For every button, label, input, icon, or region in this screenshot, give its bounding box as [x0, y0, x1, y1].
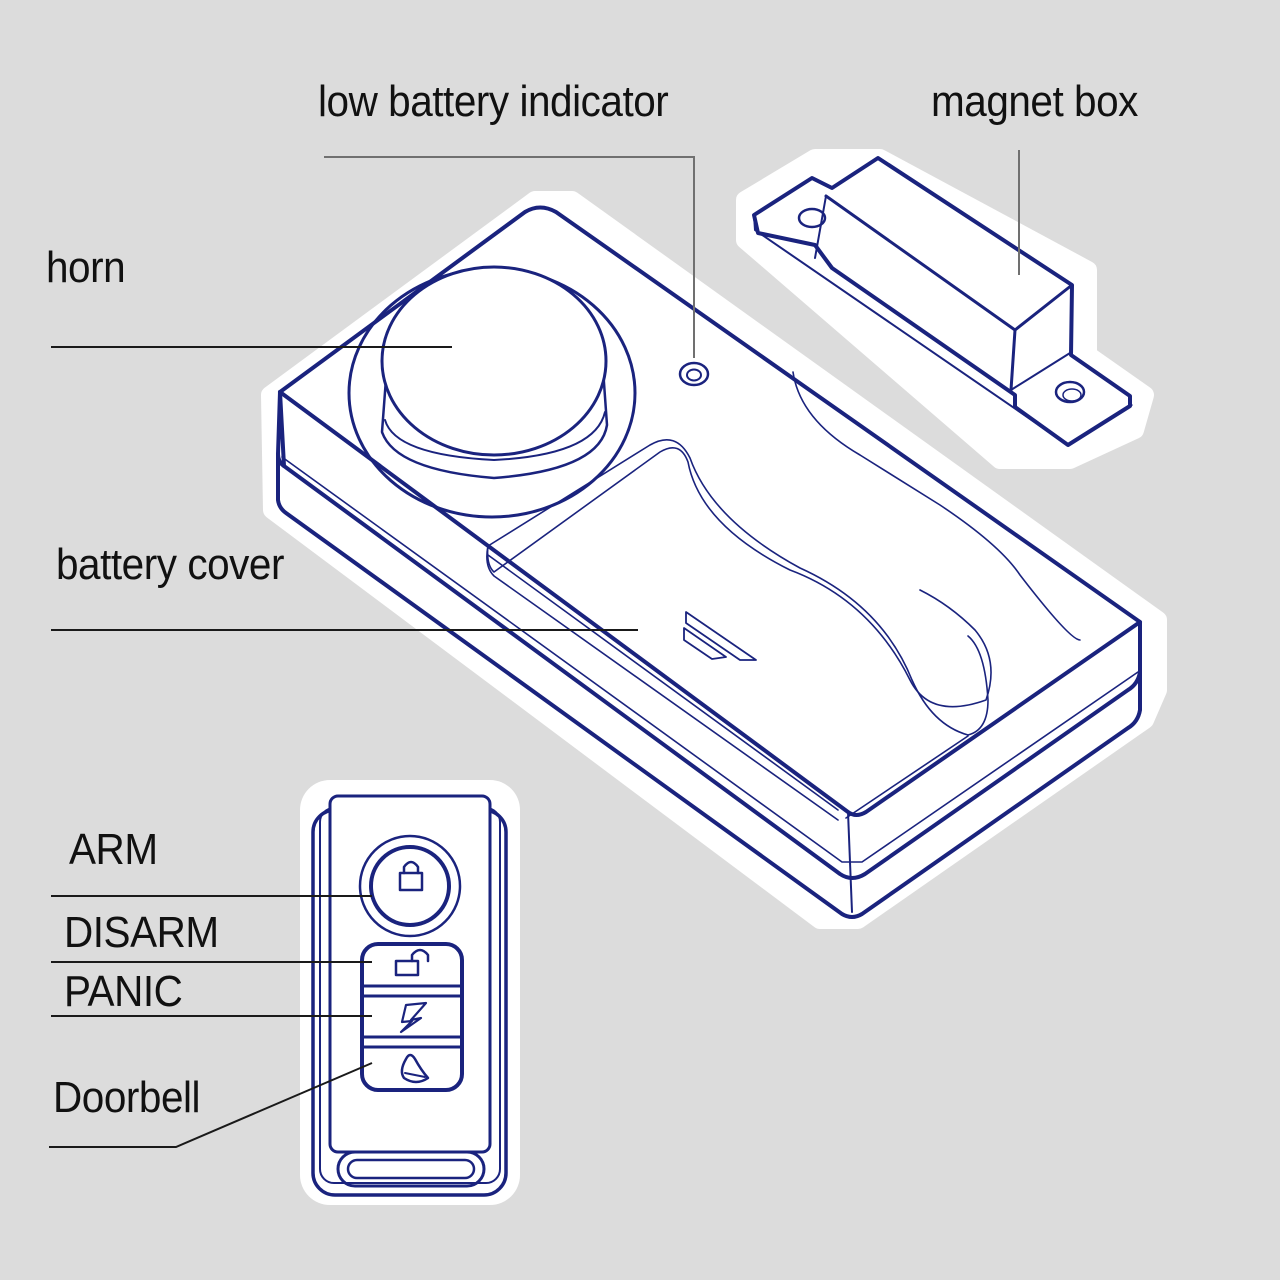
- remote-control: [300, 780, 520, 1205]
- label-doorbell: Doorbell: [53, 1073, 201, 1122]
- lock-icon: [398, 871, 424, 892]
- magnet-box-halo: [736, 149, 1154, 469]
- mounting-hole-icon: [1054, 380, 1086, 404]
- callout-leaders: [49, 150, 1020, 1148]
- leader-line-low-battery-indicator: [324, 156, 695, 358]
- battery-cover-outline: [487, 438, 989, 736]
- magnet-box-edge: [1009, 328, 1017, 392]
- magnet-box-edge: [1010, 352, 1071, 391]
- label-horn: horn: [46, 243, 126, 292]
- leader-line-doorbell: [49, 1062, 373, 1148]
- label-panic: PANIC: [64, 967, 183, 1016]
- main-unit-edge: [486, 446, 992, 708]
- label-low-battery-indicator: low battery indicator: [318, 77, 669, 126]
- main-unit-edge: [276, 390, 1142, 919]
- main-unit-edge: [487, 554, 839, 811]
- horn-cap-rim: [384, 411, 606, 461]
- lock-icon-shackle: [402, 860, 420, 875]
- unlock-icon-shackle: [410, 948, 430, 963]
- label-arm: ARM: [69, 825, 158, 874]
- arm-button-bezel: [358, 834, 462, 938]
- horn-cap-side: [380, 350, 609, 480]
- main-unit-edge: [281, 456, 1139, 863]
- label-magnet-box: magnet box: [931, 77, 1138, 126]
- magnet-box-edge: [753, 214, 1069, 446]
- battery-cover-grip-icon: [683, 627, 727, 660]
- lanyard-slot-inner: [346, 1158, 476, 1180]
- main-alarm-unit: [261, 191, 1167, 929]
- low-battery-led-housing: [678, 361, 710, 387]
- mounting-hole-icon: [797, 207, 827, 229]
- mounting-hole-inner: [1062, 388, 1082, 402]
- label-disarm: DISARM: [64, 908, 219, 957]
- arm-button: [369, 845, 451, 927]
- low-battery-led: [686, 368, 702, 382]
- magnet-box-edge: [814, 195, 827, 259]
- battery-cover-grip-icon: [685, 611, 757, 661]
- main-unit-edge: [792, 371, 1081, 641]
- battery-cover-bottom: [845, 735, 969, 819]
- magnet-box-edge: [1066, 403, 1133, 447]
- magnet-box: [736, 149, 1154, 469]
- main-unit-edge: [276, 205, 1142, 880]
- lightning-icon: [399, 1001, 428, 1034]
- horn-cap-top: [380, 265, 608, 457]
- battery-cover-edge: [486, 545, 839, 821]
- lanyard-slot: [336, 1150, 486, 1188]
- unlock-icon: [394, 959, 420, 977]
- label-battery-cover: battery cover: [56, 540, 285, 589]
- bell-icon: [400, 1053, 430, 1084]
- bell-icon-clapper: [404, 1072, 426, 1078]
